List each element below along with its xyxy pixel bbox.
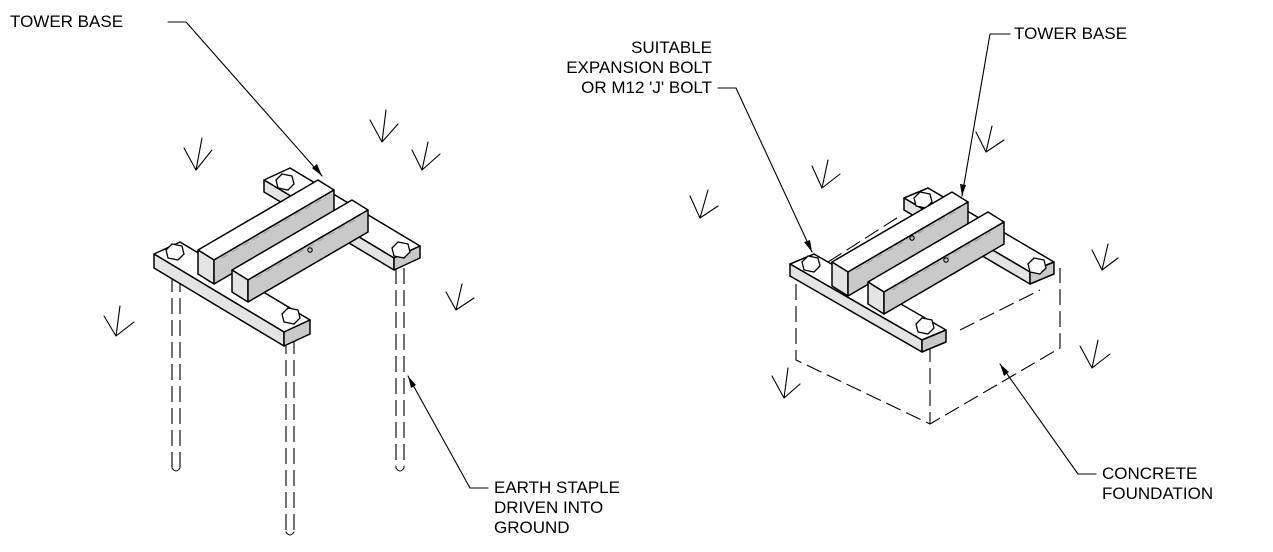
tower-base-leader-left (167, 21, 323, 177)
tower-base-label-left: TOWER BASE (10, 12, 124, 31)
tower-base-label-right: TOWER BASE (1014, 24, 1128, 43)
tower-leg-front-r (867, 211, 1005, 315)
left-leaders (167, 21, 489, 489)
bolt-label-line-1: SUITABLE (631, 38, 712, 57)
tower-leg-rear-r (831, 191, 969, 297)
left-tower-base-assembly (153, 167, 421, 536)
concrete-foundation-outline (795, 215, 1061, 425)
arrowhead (960, 184, 966, 196)
earth-staple-label-line-3: GROUND (494, 518, 570, 537)
tower-leg-front (231, 199, 369, 303)
concrete-foundation-label: CONCRETE FOUNDATION (1102, 464, 1213, 504)
earth-staple-leader (407, 375, 489, 489)
tower-base-leader-right (961, 33, 1011, 197)
earth-staple-label-line-1: EARTH STAPLE (494, 478, 620, 497)
arrowhead (312, 164, 322, 176)
bolt-label: SUITABLE EXPANSION BOLT OR M12 'J' BOLT (520, 38, 712, 98)
earth-staple-label-line-2: DRIVEN INTO (494, 498, 604, 517)
grass-tufts (103, 109, 1119, 399)
right-leaders (717, 33, 1097, 475)
bolt-label-line-3: OR M12 'J' BOLT (581, 78, 712, 97)
arrowhead (408, 376, 416, 388)
arrowhead (1000, 364, 1009, 376)
bolt-label-line-2: EXPANSION BOLT (566, 58, 712, 77)
bolt-leader (717, 87, 813, 253)
right-tower-base-assembly (789, 187, 1061, 425)
arrowhead (804, 240, 812, 252)
concrete-leader (999, 363, 1097, 475)
earth-staples (171, 268, 405, 536)
earth-staple-label: EARTH STAPLE DRIVEN INTO GROUND (494, 478, 620, 538)
concrete-label-line-2: FOUNDATION (1102, 484, 1214, 503)
concrete-label-line-1: CONCRETE (1102, 464, 1198, 483)
